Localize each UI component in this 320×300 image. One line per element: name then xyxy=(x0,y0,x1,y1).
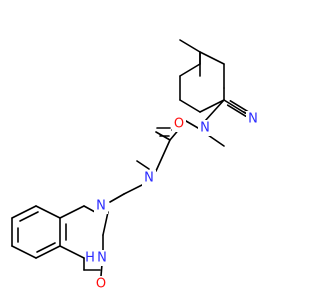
atom-ring-n3-h: H xyxy=(85,251,95,266)
label-bg-ring-n1 xyxy=(94,198,108,214)
bond-n-methyl xyxy=(207,134,225,147)
label-bg-ring-n3 xyxy=(85,250,109,266)
atom-label-layer: N O N N N H N O xyxy=(85,111,260,292)
bond-benz-a xyxy=(35,205,61,219)
molecule-structure: N O N N N H N O xyxy=(11,39,260,292)
bond-ch2-c2 xyxy=(109,193,125,203)
bond-benz-e xyxy=(35,245,61,259)
bond-ring-f xyxy=(179,99,201,113)
atom-amide-o: O xyxy=(174,117,184,132)
atom-ring-n3: N xyxy=(97,251,107,266)
bond-nitrile-0 xyxy=(229,100,250,113)
bond-co-single xyxy=(155,131,171,141)
bond-benz-f xyxy=(19,211,39,222)
bond-ring-c2 xyxy=(59,245,85,259)
bond-n1-c8a xyxy=(102,211,109,236)
label-bg-amide-o xyxy=(172,116,186,132)
bond-c1-n xyxy=(204,99,225,122)
bond-benz-b xyxy=(11,205,37,219)
bond-ring-b xyxy=(199,51,225,65)
bond-c2-ring-a xyxy=(59,205,85,219)
bond-n-carbonyl xyxy=(185,120,199,129)
bond-amine-ch2 xyxy=(123,184,143,195)
bond-benz-h xyxy=(36,242,56,253)
bond-n1-c2-a xyxy=(83,205,96,213)
bond-benz-d xyxy=(11,245,37,259)
bond-layer xyxy=(11,39,250,277)
atom-amine-n: N xyxy=(144,171,154,186)
label-bg-amide-n xyxy=(198,120,212,136)
molecule-diagram: N O N N N H N O xyxy=(11,39,260,292)
bond-ring-e xyxy=(199,99,225,113)
bond-c1-cn xyxy=(223,99,246,114)
label-bg-amine-n xyxy=(142,170,156,186)
bond-nitrile-1 xyxy=(226,104,247,117)
atom-nitrile-n: N xyxy=(248,112,258,127)
bond-ring-h xyxy=(179,63,201,77)
label-bg-keto-o xyxy=(94,276,108,292)
atom-ring-n1: N xyxy=(96,199,106,214)
label-bg-nitrile-n xyxy=(246,111,260,127)
atom-amide-n: N xyxy=(200,121,210,136)
atom-keto-o: O xyxy=(96,277,106,292)
bond-amine-methyl xyxy=(136,160,150,170)
bond-ch2-namine xyxy=(155,139,171,172)
bond-methyl xyxy=(179,39,201,53)
